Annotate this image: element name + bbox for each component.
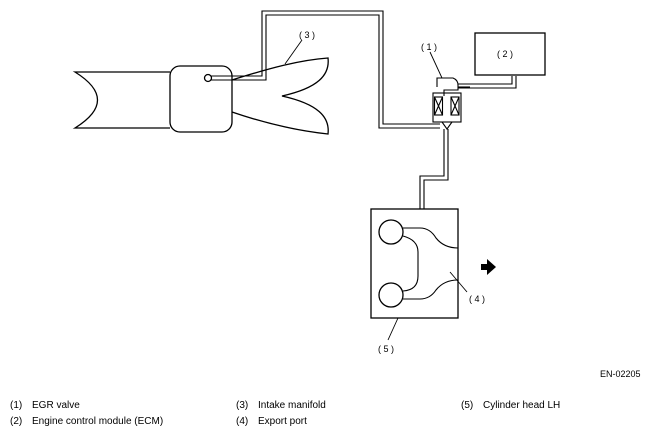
egr-pipe-upper [211,10,440,129]
legend-item-egr-valve: (1) EGR valve [10,400,80,411]
ecm-box [474,32,546,76]
callout-2-label: ( 2 ) [497,49,513,59]
egr-valve [432,77,470,130]
legend-item-ecm: (2) Engine control module (ECM) [10,416,163,427]
legend-label: Engine control module (ECM) [32,416,164,427]
legend-item-intake-manifold: (3) Intake manifold [236,400,326,411]
legend-number: (4) [236,416,249,427]
callout-1-label: ( 1 ) [421,42,437,52]
legend-item-cylinder-head: (5) Cylinder head LH [461,400,560,411]
egr-system-diagram: ( 1 ) ( 2 ) ( 3 ) ( 4 ) ( 5 ) [72,10,546,354]
legend-number: (5) [461,400,474,411]
callout-5-label: ( 5 ) [378,344,394,354]
callout-leaders [284,39,468,341]
export-port [402,227,459,300]
cylinder-head [370,208,459,319]
legend-number: (3) [236,400,249,411]
legend: (1) EGR valve (2) Engine control module (E… [0,398,670,438]
legend-number: (2) [10,416,23,427]
callout-4-label: ( 4 ) [469,294,485,304]
legend-number: (1) [10,400,23,411]
egr-pipe-lower [419,129,449,220]
legend-label: Intake manifold [258,400,326,411]
arrow-right-icon [481,259,496,275]
legend-item-export-port: (4) Export port [236,416,307,427]
legend-label: EGR valve [32,400,80,411]
callout-3-label: ( 3 ) [299,30,315,40]
intake-manifold [72,57,329,135]
figure-id: EN-02205 [600,369,641,379]
legend-label: Cylinder head LH [483,400,561,411]
egr-harness [458,76,517,89]
legend-label: Export port [258,416,307,427]
